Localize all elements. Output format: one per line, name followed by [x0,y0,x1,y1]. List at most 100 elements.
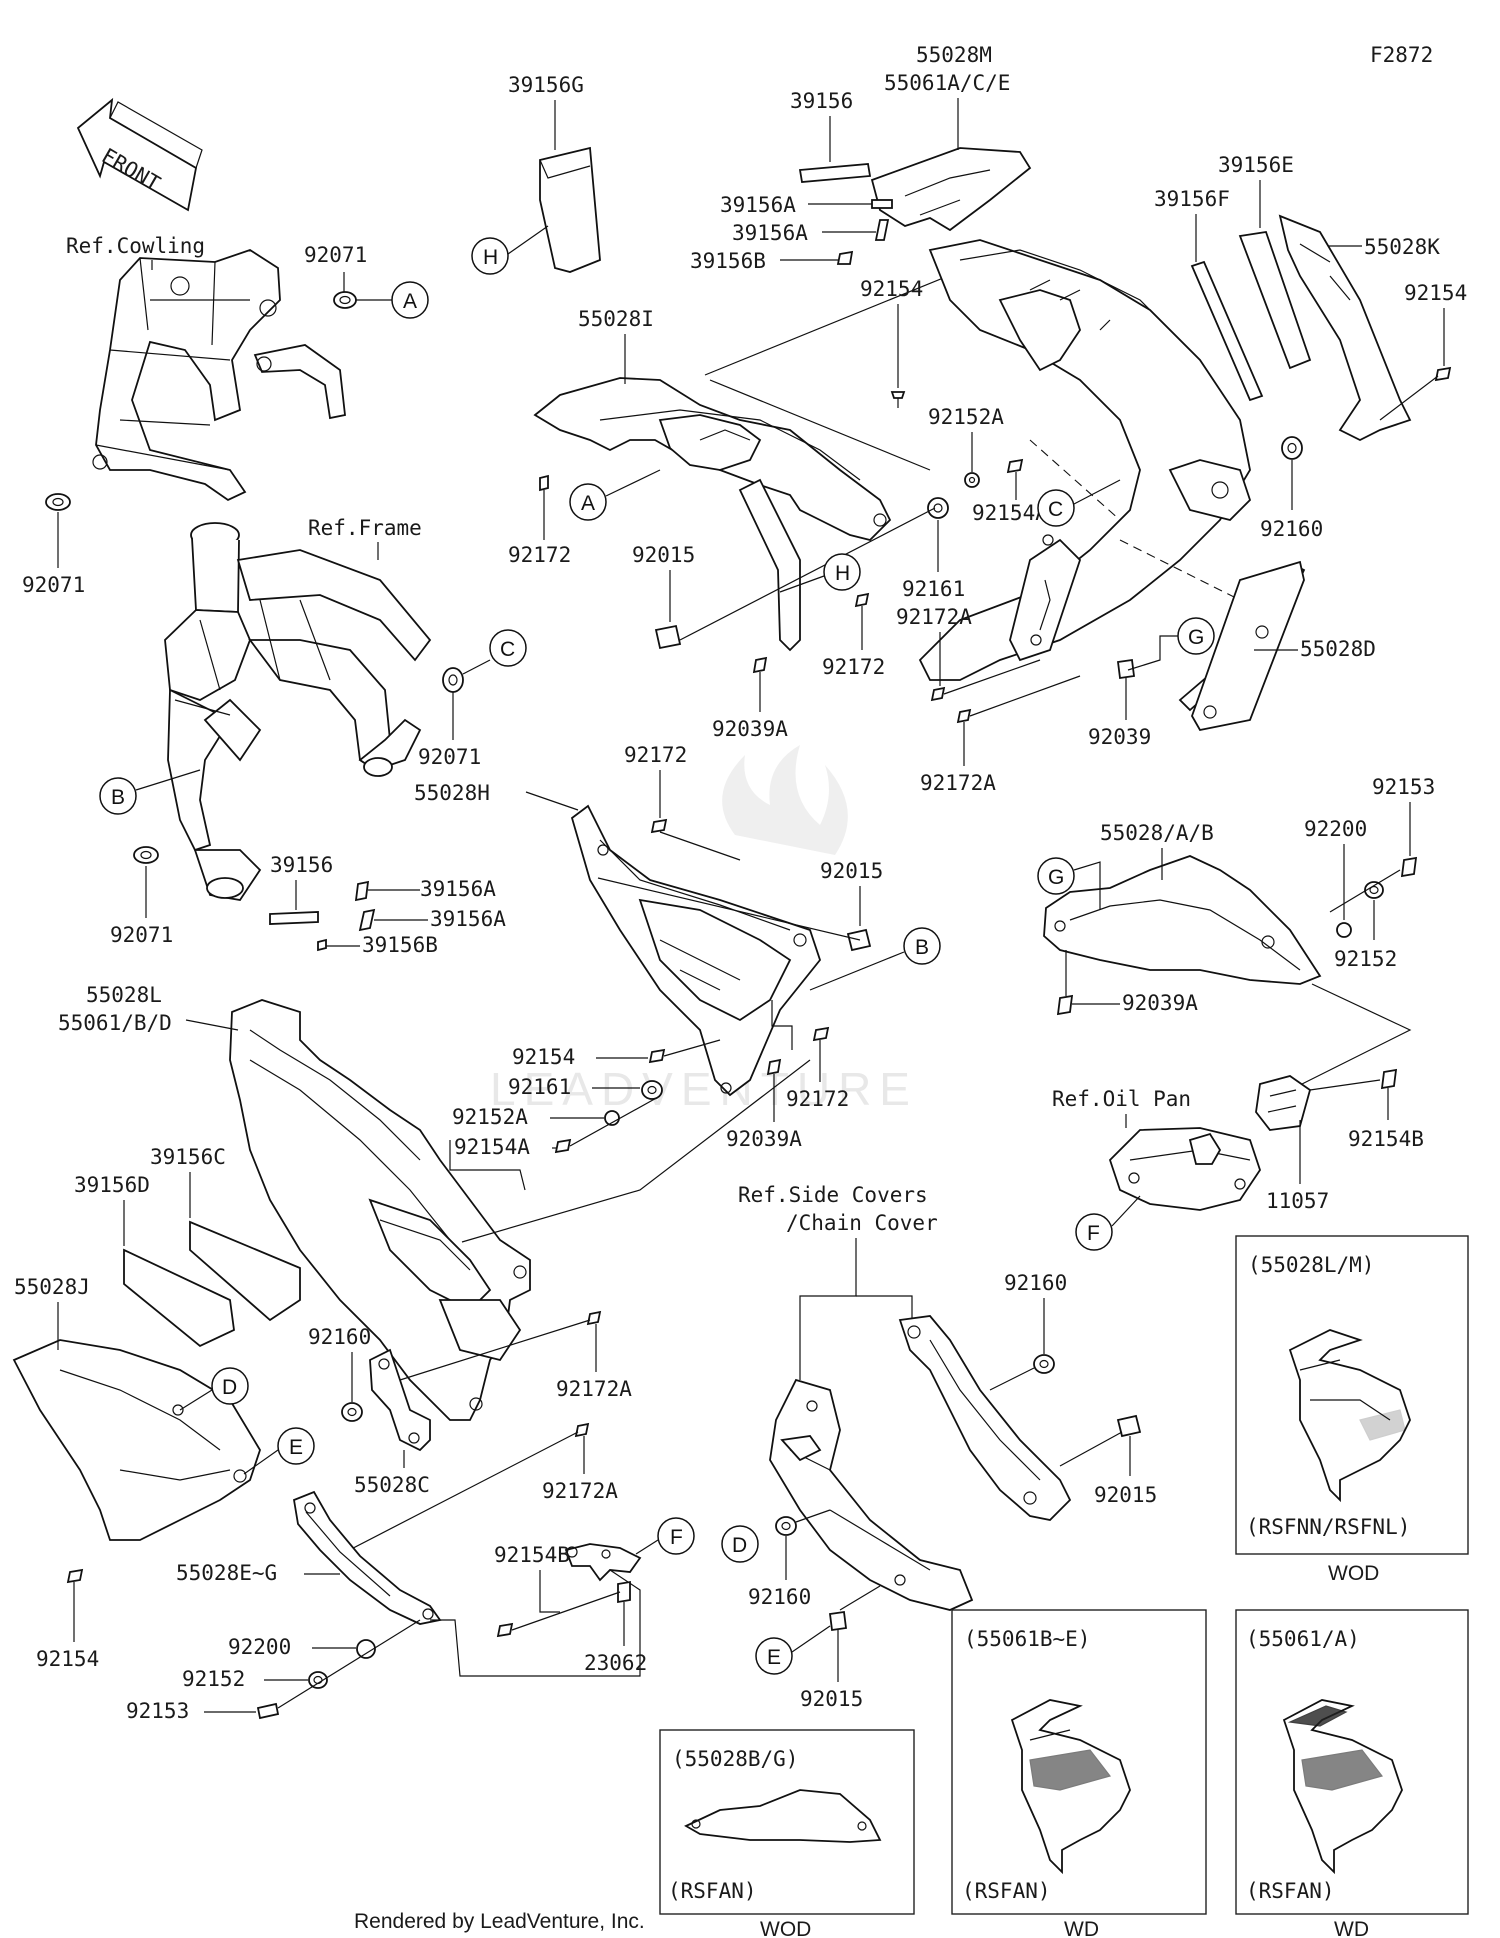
under-cowl-55028ab [1043,855,1322,985]
inner-cowl-55028h [570,804,822,1097]
part-39156f: 39156F [1154,187,1230,211]
callout-e-2 [755,1637,793,1675]
inset-55028lm-model: (RSFNN/RSFNL) [1246,1515,1410,1539]
inset-55028bg-model: (RSFAN) [668,1879,757,1903]
callout-d-2-letter: D [732,1534,747,1557]
part-55028d: 55028D [1300,637,1376,661]
part-92154-bl: 92154 [36,1647,99,1671]
bolt-92172-c [650,818,668,834]
grommet-92071-c [442,667,464,693]
part-92172-l: 92172 [508,543,571,567]
clip-39156b-l [317,938,327,952]
grommet-92160-b [775,1516,797,1536]
callout-h-2-letter: H [835,562,850,585]
nut-92152-r [1364,881,1384,899]
callout-h-1-letter: H [483,246,498,269]
callout-e-1 [277,1427,315,1465]
ref-cowling-label: Ref.Cowling [66,234,205,258]
part-92172-m: 92172 [822,655,885,679]
ref-chain-cover-label: /Chain Cover [786,1211,938,1235]
inset-55061be-model: (RSFAN) [962,1879,1051,1903]
callout-d-1 [211,1367,249,1405]
washer-92152a-top [964,472,980,488]
watermark-logo: LEADVENTURE [490,745,918,1115]
callout-c-1-letter: C [500,638,515,661]
bolt-92154-c [648,1048,666,1064]
callout-f-2 [1075,1213,1113,1251]
part-39156b-l: 39156B [362,933,438,957]
inset-55028lm: (55028L/M) (RSFNN/RSFNL) WOD [1235,1235,1469,1585]
part-92172a-c1: 92172A [556,1377,632,1401]
lower-cowl-55028j [12,1339,261,1541]
seal-39156a-3 [354,880,370,902]
collar-23062 [617,1580,631,1604]
part-39156a-4: 39156A [430,907,506,931]
part-55061ace: 55061A/C/E [884,71,1010,95]
part-55028ab: 55028/A/B [1100,821,1214,845]
grommet-92160-c [341,1402,363,1422]
part-92160-sc: 92160 [1004,1271,1067,1295]
part-92172a-c2: 92172A [542,1479,618,1503]
bolt-92153-b [256,1702,280,1720]
grommet-92161-top [927,497,949,519]
part-92015-sc: 92015 [1094,1483,1157,1507]
part-55028k: 55028K [1364,235,1440,259]
part-92153-b: 92153 [126,1699,189,1723]
center-cowl-55028i [533,377,892,652]
grommet-92160-r [1281,436,1303,460]
callout-f-1 [657,1517,695,1555]
bolt-92154-tr [1434,366,1452,382]
watermark-text: LEADVENTURE [490,1063,918,1115]
part-92154a-c: 92154A [454,1135,530,1159]
part-92200-b: 92200 [228,1635,291,1659]
grommet-92161-c [641,1080,663,1100]
part-92071-b: 92071 [22,573,85,597]
washer-92152a-c [604,1110,620,1126]
nut-92152-b [308,1671,328,1689]
grommet-92160-sc [1033,1354,1055,1374]
part-92172-c: 92172 [624,743,687,767]
inset-55061be-color: WD [1064,1918,1099,1938]
inset-55061a-model: (RSFAN) [1246,1879,1335,1903]
bolt-92172a-b [956,708,972,724]
part-55028eg: 55028E~G [176,1561,277,1585]
cowling-stay [92,249,346,502]
part-92154-c: 92154 [512,1045,575,1069]
washer-92200-r [1336,922,1352,938]
part-92153-r: 92153 [1372,775,1435,799]
ref-frame-label: Ref.Frame [308,516,422,540]
panel-55028d [1191,560,1305,732]
side-fairing-55028l [229,999,531,1421]
inset-55028bg-title: (55028B/G) [672,1747,798,1771]
part-92160-r: 92160 [1260,517,1323,541]
inset-55061a-title: (55061/A) [1246,1627,1360,1651]
bolt-92154-mid [890,391,906,399]
bolt-92172-l [539,474,549,492]
part-92071-a: 92071 [304,243,367,267]
callout-b-2 [903,927,941,965]
part-55028j: 55028J [14,1275,90,1299]
upper-side-cowl [918,239,1252,681]
strip-39156-top [798,163,872,183]
callout-d-2 [721,1525,759,1563]
part-39156a-3: 39156A [420,877,496,901]
part-92154b-r: 92154B [1348,1127,1424,1151]
washer-92200-b [356,1639,376,1659]
chain-cover [898,1315,1072,1521]
callout-g-2-letter: G [1048,866,1064,889]
callout-e-2-letter: E [767,1646,781,1669]
seal-39156a-2 [874,219,890,241]
callout-c-2 [1037,489,1075,527]
bolt-92172a-a [930,686,946,702]
part-92160-c: 92160 [308,1325,371,1349]
callout-b-2-letter: B [915,936,929,959]
part-39156a-1: 39156A [720,193,796,217]
part-39156-l: 39156 [270,853,333,877]
part-55028l: 55028L [86,983,162,1007]
clip-92039a-top [752,656,768,674]
part-92071-d: 92071 [110,923,173,947]
callout-g-1-letter: G [1188,626,1204,649]
part-92154a-top: 92154A [972,501,1048,525]
part-92152a-c: 92152A [452,1105,528,1129]
inset-55061be: (55061B~E) (RSFAN) WD [951,1609,1207,1938]
